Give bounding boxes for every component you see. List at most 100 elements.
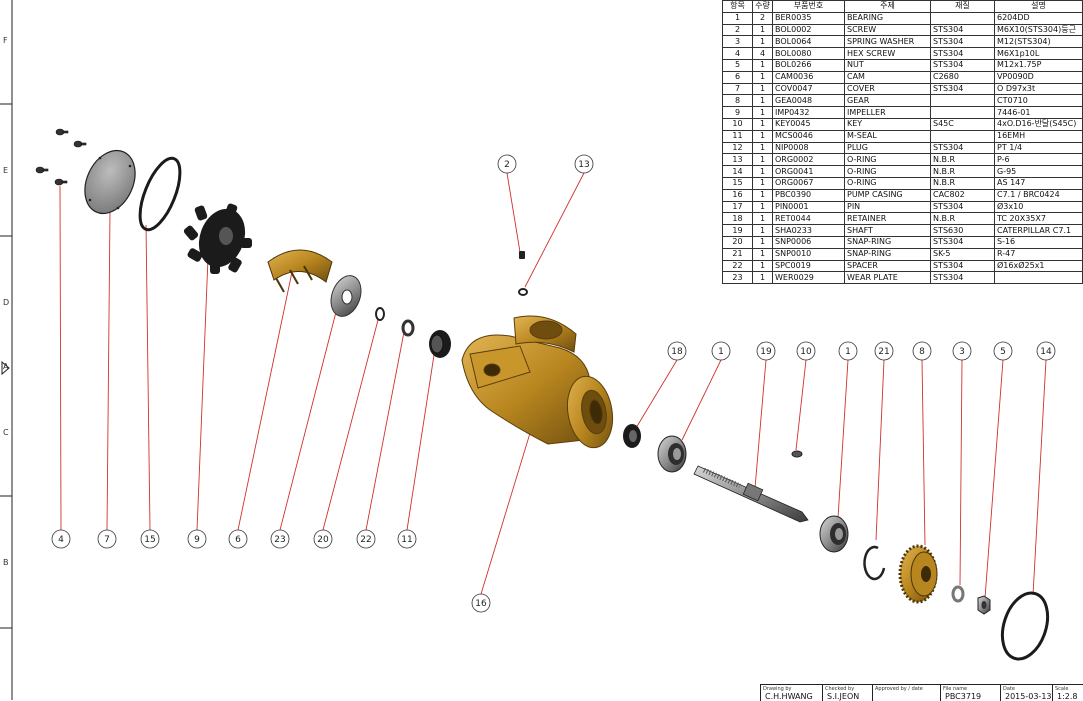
zone-label-f: F (3, 36, 8, 45)
bom-cell: M12x1.75P (994, 58, 1083, 72)
bom-cell: STS304 (930, 141, 995, 155)
bom-header-part-no: 부품번호 (772, 0, 845, 13)
title-block-approved: Approved by / date (872, 684, 941, 701)
svg-text:7: 7 (104, 535, 110, 545)
bom-cell: STS304 (930, 259, 995, 273)
zone-label-a: A (3, 362, 9, 371)
scale-label: Scale (1055, 686, 1069, 692)
balloon-15: 15 (140, 529, 160, 549)
svg-text:19: 19 (760, 347, 772, 357)
bom-cell: 7 (722, 82, 753, 96)
bom-cell: N.B.R (930, 212, 995, 226)
bom-cell: 1 (752, 82, 773, 96)
bom-cell: PLUG (844, 141, 931, 155)
checked-label: Checked by (825, 686, 855, 692)
svg-text:9: 9 (194, 535, 200, 545)
svg-text:20: 20 (317, 535, 329, 545)
center-marker (1, 360, 10, 376)
bom-cell: SPACER (844, 259, 931, 273)
retainer-seal (623, 424, 641, 448)
bom-cell: 1 (752, 23, 773, 37)
o-ring-casing (1000, 591, 1050, 661)
balloon-4: 4 (51, 529, 71, 549)
bom-cell: O-RING (844, 176, 931, 190)
bom-cell (930, 94, 995, 108)
bom-cell: BOL0064 (772, 35, 845, 49)
bom-cell: 9 (722, 106, 753, 119)
bom-cell: CATERPILLAR C7.1 (994, 224, 1083, 237)
balloon-23: 23 (270, 529, 290, 549)
bom-cell (930, 106, 995, 119)
balloon-20: 20 (313, 529, 333, 549)
bom-cell: Ø16xØ25x1 (994, 259, 1083, 273)
bom-cell: RETAINER (844, 212, 931, 226)
bom-cell: O-RING (844, 165, 931, 178)
bom-cell: NIP0008 (772, 141, 845, 155)
bom-cell: CAM (844, 70, 931, 84)
bom-cell: N.B.R (930, 153, 995, 167)
bom-cell: 4xO.D16-반달(S45C) (994, 117, 1083, 131)
bom-cell: IMP0432 (772, 106, 845, 119)
spring-washer (951, 585, 965, 603)
bom-cell: 22 (722, 259, 753, 273)
bom-header-name: 주제 (844, 0, 931, 13)
bom-cell: 1 (752, 235, 773, 249)
bom-cell: 5 (722, 58, 753, 72)
bom-cell: C2680 (930, 70, 995, 84)
approved-label: Approved by / date (875, 686, 923, 692)
bom-cell (994, 271, 1083, 285)
bom-cell: N.B.R (930, 165, 995, 178)
bom-cell: 20 (722, 235, 753, 249)
bom-cell: 1 (752, 70, 773, 84)
balloon-10: 10 (796, 341, 816, 361)
balloon-19: 19 (756, 341, 776, 361)
balloon-14: 14 (1036, 341, 1056, 361)
title-block-checked: Checked by S.I.JEON (822, 684, 873, 701)
hex-screw-parts (35, 128, 87, 186)
bom-cell: STS304 (930, 58, 995, 72)
bom-cell: 7446-01 (994, 106, 1083, 119)
bom-cell: CAM0036 (772, 70, 845, 84)
bom-cell: S-16 (994, 235, 1083, 249)
bom-cell: NUT (844, 58, 931, 72)
title-block: Drawing by C.H.HWANG Checked by S.I.JEON… (760, 684, 1083, 701)
o-ring-large (138, 156, 182, 232)
bom-cell: GEAR (844, 94, 931, 108)
bom-cell: 18 (722, 212, 753, 226)
cover-plate (84, 149, 136, 215)
bearing-rear (819, 515, 849, 553)
bom-cell: KEY (844, 117, 931, 131)
bom-cell: COV0047 (772, 82, 845, 96)
bom-cell: 1 (752, 165, 773, 178)
svg-text:8: 8 (919, 347, 925, 357)
bom-cell: N.B.R (930, 176, 995, 190)
bom-cell: 1 (752, 141, 773, 155)
bom-cell: 12 (722, 141, 753, 155)
balloon-1-rear: 1 (838, 341, 858, 361)
bom-header-qty: 수량 (752, 0, 773, 13)
zone-ticks (0, 103, 12, 629)
bom-cell: 15 (722, 176, 753, 190)
bom-cell: 14 (722, 165, 753, 178)
bom-cell: KEY0045 (772, 117, 845, 131)
cam (267, 249, 333, 293)
bom-cell: 1 (752, 224, 773, 237)
bom-cell: P-6 (994, 153, 1083, 167)
bom-cell: STS304 (930, 47, 995, 60)
bom-cell: ORG0067 (772, 176, 845, 190)
title-block-drawn: Drawing by C.H.HWANG (760, 684, 823, 701)
key-part (791, 450, 803, 458)
bom-cell: 10 (722, 117, 753, 131)
scale-value: 1:2.8 (1057, 692, 1078, 701)
